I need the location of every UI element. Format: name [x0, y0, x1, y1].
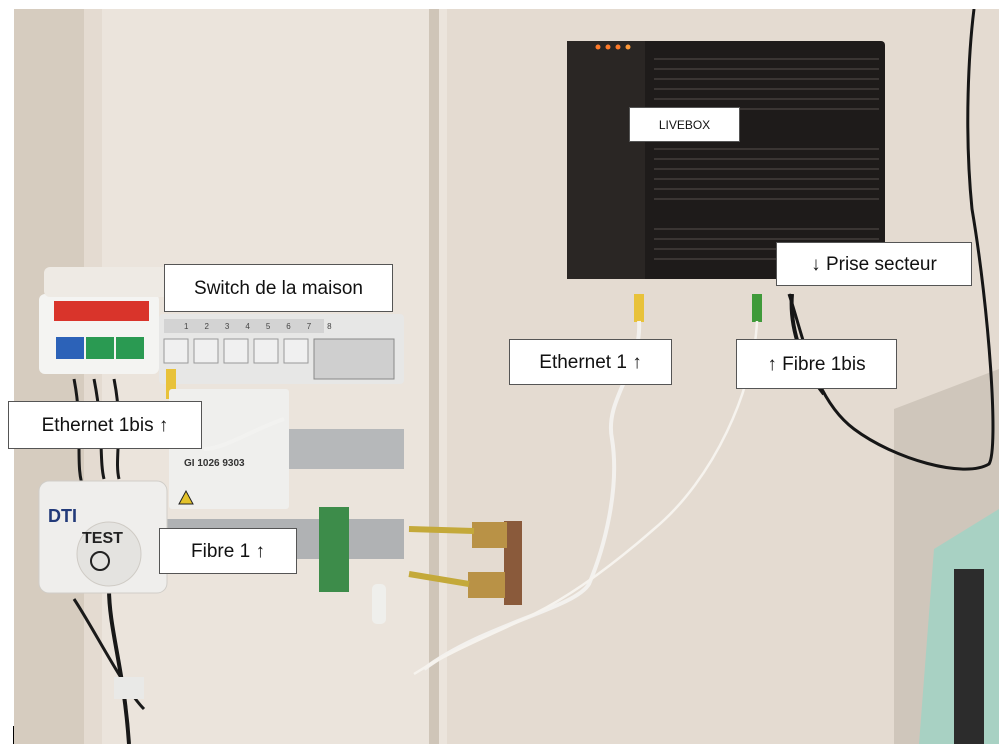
wall-stand — [954, 569, 984, 744]
black-cable-down — [107, 588, 131, 744]
port-number: 3 — [224, 322, 230, 331]
led-4 — [625, 44, 631, 50]
port-number: 8 — [327, 322, 332, 331]
filter-block — [39, 294, 159, 374]
ethernet-1bis-cable — [203, 417, 285, 451]
black-cable-down-2 — [72, 598, 146, 711]
port-number: 4 — [245, 322, 250, 331]
switch-port-numbers: 1 2 3 4 5 6 7 8 — [184, 322, 332, 331]
wall-left-edge — [14, 9, 84, 744]
filter-bracket — [44, 267, 194, 297]
port-number: 7 — [306, 322, 312, 331]
label-switch: Switch de la maison — [164, 264, 393, 312]
gi-box-label: GI 1026 9303 — [184, 458, 245, 469]
port-number: 5 — [265, 322, 271, 331]
port-number: 6 — [286, 322, 291, 331]
earth-clamp-top — [472, 522, 507, 548]
text-cursor — [13, 726, 14, 744]
white-connector — [372, 584, 386, 624]
switch-device — [159, 314, 404, 399]
dti-text: DTI — [48, 506, 77, 526]
earth-wire-1 — [408, 526, 475, 534]
fibre-plug-router — [752, 294, 762, 322]
label-fibre-1bis: ↑ Fibre 1bis — [736, 339, 897, 389]
ethernet-plug-router — [634, 294, 644, 322]
door-gap — [429, 9, 439, 744]
green-terminal — [319, 507, 349, 592]
dti-test-circle — [76, 521, 142, 587]
earth-bar — [504, 521, 522, 605]
din-rail-top — [284, 429, 404, 469]
phone-icon — [90, 551, 110, 571]
livebox-router — [567, 41, 885, 279]
led-3 — [615, 44, 621, 50]
earth-clamp-bottom — [468, 572, 505, 598]
laser-warning — [178, 489, 194, 505]
earth-wire-2 — [408, 571, 470, 587]
led-2 — [605, 44, 611, 50]
test-text: TEST — [82, 530, 123, 547]
port-number: 2 — [204, 322, 209, 331]
label-livebox: LIVEBOX — [629, 107, 740, 142]
rj-plug — [114, 677, 144, 699]
label-ethernet-1bis: Ethernet 1bis ↑ — [8, 401, 202, 449]
label-prise-secteur: ↓ Prise secteur — [776, 242, 972, 286]
port-number: 1 — [184, 322, 189, 331]
fibre-1bis-cable — [413, 320, 759, 676]
label-ethernet-1: Ethernet 1 ↑ — [509, 339, 672, 385]
power-cable — [787, 9, 995, 471]
label-fibre-1: Fibre 1 ↑ — [159, 528, 297, 574]
router-ribs — [654, 58, 879, 260]
led-1 — [595, 44, 601, 50]
